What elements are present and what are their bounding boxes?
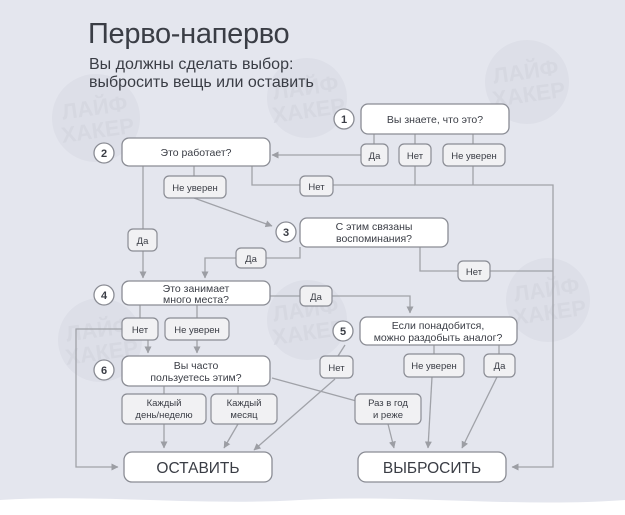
q6-yearly-box [354,393,422,425]
question-4-line1: Это занимает [163,283,230,295]
question-boxes [121,103,518,387]
step-5-number: 5 [332,320,354,342]
q1-da-box [360,143,389,167]
question-5-line2: можно раздобыть аналог? [374,332,503,344]
discard-label: ВЫБРОСИТЬ [383,460,481,477]
question-2-text: Это работает? [161,147,232,159]
q6-monthly-line1: Каждый [227,398,262,409]
q6-yearly-line2: и реже [373,410,403,421]
question-6-box [121,355,271,387]
svg-text:4: 4 [101,290,108,302]
svg-text:2: 2 [101,148,107,160]
q4-ne-uveren-box [164,317,230,341]
q1-net-label: Нет [407,151,424,162]
keep-box [123,451,273,483]
svg-text:3: 3 [283,227,289,239]
outcome-boxes: ОСТАВИТЬ ВЫБРОСИТЬ [123,451,507,483]
subtitle-line2: выбросить вещь или оставить [89,74,314,91]
q5-da-label: Да [494,361,506,372]
question-texts: Вы знаете, что это? Это работает? С этим… [150,114,502,384]
page-title: Перво-наперво [88,18,290,50]
q1-da-label: Да [369,151,381,162]
step-numbers: 1 2 3 4 5 6 [93,108,355,381]
q4-net-box [121,317,159,341]
page-subtitle: Вы должны сделать выбор: выбросить вещь … [89,56,314,92]
question-3-line1: С этим связаны [336,221,413,233]
q2-net-box [299,175,334,197]
svg-text:6: 6 [101,365,107,377]
keep-label: ОСТАВИТЬ [156,460,239,477]
step-6-number: 6 [93,359,115,381]
svg-text:5: 5 [340,326,346,338]
q4-da-label: Да [310,292,322,303]
q6-monthly-line2: месяц [230,410,258,421]
question-1-text: Вы знаете, что это? [387,114,483,126]
answer-texts: Да Нет Не уверен Нет Не уверен Да Да Нет… [132,151,506,421]
q4-ne-uveren-label: Не уверен [174,325,220,336]
q3-net-label: Нет [466,267,483,278]
q6-daily-box [121,393,207,425]
q6-monthly-box [210,393,278,425]
q2-da-label: Да [137,236,149,247]
question-3-box [299,217,449,248]
question-3-line2: воспоминания? [336,233,412,245]
q3-net-box [457,260,491,282]
q2-da-box [127,228,158,252]
q5-da-box [483,353,516,378]
q3-da-label: Да [245,254,257,265]
question-2-box [121,137,271,167]
step-3-number: 3 [275,221,297,243]
q2-ne-uveren-label: Не уверен [172,183,218,194]
q5-ne-uveren-label: Не уверен [411,361,457,372]
q1-net-box [398,143,432,167]
connectors [75,134,554,471]
q5-net-label: Нет [328,363,345,374]
q5-ne-uveren-box [403,353,465,378]
q2-net-label: Нет [308,182,325,193]
question-5-box [359,316,518,346]
q6-daily-line2: день/неделю [135,410,192,421]
question-4-box [121,280,271,306]
subtitle-line1: Вы должны сделать выбор: [89,56,294,73]
step-2-number: 2 [93,142,115,164]
question-5-line1: Если понадобится, [392,320,485,332]
q4-da-box [299,285,333,307]
q6-yearly-line1: Раз в год [368,398,408,409]
step-1-number: 1 [333,108,355,130]
q5-net-box [319,355,354,379]
q1-ne-uveren-box [442,143,506,167]
q4-net-label: Нет [132,325,149,336]
question-6-line2: пользуетесь этим? [150,372,241,384]
answer-boxes [121,143,516,425]
discard-box [357,451,507,483]
q1-ne-uveren-label: Не уверен [451,151,497,162]
step-4-number: 4 [93,284,115,306]
q3-da-box [235,247,267,269]
question-6-line1: Вы часто [174,360,219,372]
q6-daily-line1: Каждый [147,398,182,409]
q2-ne-uveren-box [163,175,227,199]
question-1-box [360,103,510,135]
question-4-line2: много места? [163,294,229,306]
svg-text:1: 1 [341,114,347,126]
